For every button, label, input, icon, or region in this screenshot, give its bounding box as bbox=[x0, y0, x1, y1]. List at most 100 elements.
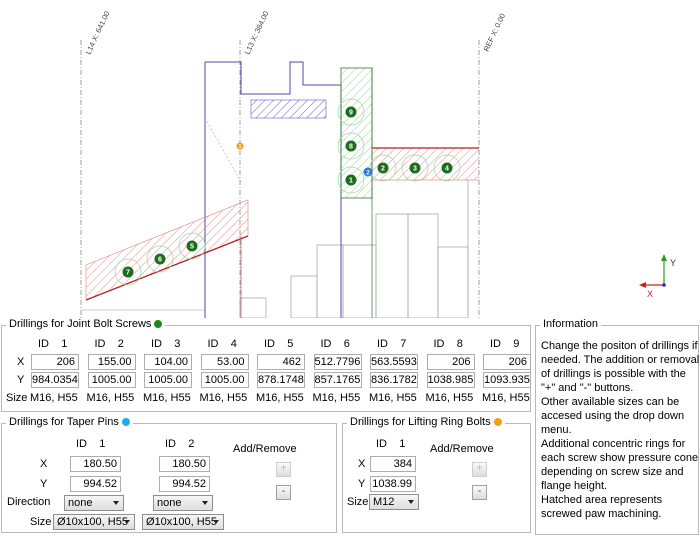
joint-y-input-5[interactable]: 878.1748 bbox=[257, 372, 305, 388]
taper-color-dot bbox=[121, 418, 130, 426]
lifting-x-input-1[interactable]: 384 bbox=[370, 456, 416, 472]
joint-x-input-1[interactable]: 206 bbox=[31, 354, 79, 370]
taper-y-input-2[interactable]: 994.52 bbox=[159, 476, 210, 492]
info-paragraph: Additional concentric rings for each scr… bbox=[541, 438, 699, 492]
joint-x-input-6[interactable]: 512.7796 bbox=[313, 354, 362, 370]
joint-y-input-1[interactable]: 984.0354 bbox=[31, 372, 79, 388]
joint-marker-8[interactable]: 8 bbox=[345, 140, 357, 152]
joint-x-input-5[interactable]: 462 bbox=[257, 354, 305, 370]
ref-label-l14: L14 X: 641.00 bbox=[84, 10, 112, 56]
taper-panel-title: Drillings for Taper Pins bbox=[9, 416, 119, 428]
taper-direction-select-2[interactable]: none bbox=[153, 495, 213, 511]
paw-machining-hatch bbox=[250, 99, 327, 119]
joint-id-header-8: ID 8 bbox=[433, 338, 463, 350]
svg-text:Y: Y bbox=[670, 258, 676, 268]
chevron-down-icon bbox=[113, 501, 119, 505]
lifting-size-select-1[interactable]: M12 bbox=[369, 494, 419, 510]
svg-text:X: X bbox=[647, 289, 653, 299]
joint-id-header-6: ID 6 bbox=[320, 338, 350, 350]
axis-indicator-icon: Y X bbox=[639, 254, 676, 299]
svg-text:3: 3 bbox=[413, 166, 417, 173]
svg-text:4: 4 bbox=[445, 166, 449, 173]
pressure-cones bbox=[114, 98, 461, 286]
taper-size-select-1[interactable]: Ø10x100, H55 bbox=[53, 514, 135, 530]
flange-hatch bbox=[372, 148, 479, 180]
joint-x-input-8[interactable]: 206 bbox=[426, 354, 475, 370]
joint-id-header-5: ID 5 bbox=[264, 338, 294, 350]
joint-y-input-7[interactable]: 836.1782 bbox=[370, 372, 418, 388]
joint-x-input-7[interactable]: 563.5593 bbox=[370, 354, 418, 370]
information-text: Change the positon of drillings if neede… bbox=[541, 339, 700, 521]
chevron-down-icon bbox=[124, 520, 130, 524]
info-paragraph: Hatched area represents screwed paw mach… bbox=[541, 494, 663, 520]
lifting-panel-title: Drillings for Lifting Ring Bolts bbox=[350, 416, 491, 428]
lifting-marker-1[interactable]: 1 bbox=[236, 142, 244, 151]
joint-marker-7[interactable]: 7 bbox=[122, 266, 134, 278]
joint-panel-legend: Drillings for Joint Bolt Screws bbox=[6, 318, 166, 330]
joint-size-value-1: M16, H55 bbox=[30, 392, 78, 404]
taper-x-input-2[interactable]: 180.50 bbox=[159, 456, 210, 472]
joint-y-input-2[interactable]: 1005.00 bbox=[87, 372, 136, 388]
joint-y-input-9[interactable]: 1093.935 bbox=[483, 372, 531, 388]
joint-size-value-8: M16, H55 bbox=[425, 392, 474, 404]
svg-text:5: 5 bbox=[190, 244, 194, 251]
joint-y-input-4[interactable]: 1005.00 bbox=[200, 372, 249, 388]
lifting-color-dot bbox=[493, 418, 502, 426]
lifting-label-x: X bbox=[358, 458, 366, 470]
taper-id-header-2: ID 2 bbox=[165, 438, 195, 450]
svg-text:1: 1 bbox=[349, 178, 353, 185]
joint-y-input-6[interactable]: 857.1765 bbox=[313, 372, 362, 388]
joint-size-value-9: M16, H55 bbox=[482, 392, 530, 404]
taper-label-size: Size bbox=[30, 516, 52, 528]
taper-y-input-1[interactable]: 994.52 bbox=[70, 476, 121, 492]
taper-size-select-2[interactable]: Ø10x100, H55 bbox=[142, 514, 224, 530]
joint-marker-4[interactable]: 4 bbox=[441, 162, 453, 174]
joint-marker-5[interactable]: 5 bbox=[186, 240, 198, 252]
joint-marker-6[interactable]: 6 bbox=[154, 253, 166, 265]
info-paragraph: Other available sizes can be accesed usi… bbox=[541, 396, 685, 436]
taper-id-header-1: ID 1 bbox=[76, 438, 106, 450]
taper-add-button[interactable]: + bbox=[276, 462, 291, 477]
joint-size-value-2: M16, H55 bbox=[86, 392, 135, 404]
reference-lines bbox=[80, 40, 480, 318]
lifting-add-button[interactable]: + bbox=[472, 462, 487, 477]
joint-y-input-8[interactable]: 1038.985 bbox=[426, 372, 475, 388]
info-paragraph: Change the positon of drillings if neede… bbox=[541, 340, 700, 394]
joint-label-x: X bbox=[17, 356, 25, 368]
joint-color-dot bbox=[154, 320, 163, 328]
svg-text:7: 7 bbox=[126, 270, 130, 277]
taper-x-input-1[interactable]: 180.50 bbox=[70, 456, 121, 472]
svg-text:8: 8 bbox=[349, 144, 353, 151]
joint-size-value-5: M16, H55 bbox=[256, 392, 304, 404]
chevron-down-icon bbox=[213, 520, 219, 524]
chevron-down-icon bbox=[202, 501, 208, 505]
lifting-add-remove-label: Add/Remove bbox=[430, 443, 494, 455]
svg-text:2: 2 bbox=[381, 166, 385, 173]
background-structure bbox=[239, 180, 469, 318]
joint-marker-1[interactable]: 1 bbox=[345, 174, 357, 186]
joint-marker-9[interactable]: 9 bbox=[345, 106, 357, 118]
joint-x-input-3[interactable]: 104.00 bbox=[144, 354, 192, 370]
joint-size-value-7: M16, H55 bbox=[369, 392, 417, 404]
inclined-flange-hatch bbox=[85, 199, 249, 301]
joint-x-input-4[interactable]: 53.00 bbox=[200, 354, 249, 370]
joint-size-value-4: M16, H55 bbox=[199, 392, 248, 404]
joint-x-input-2[interactable]: 155.00 bbox=[87, 354, 136, 370]
lifting-y-input-1[interactable]: 1038.99 bbox=[370, 476, 416, 492]
lifting-id-header-1: ID 1 bbox=[376, 438, 406, 450]
joint-y-input-3[interactable]: 1005.00 bbox=[144, 372, 192, 388]
taper-marker-2[interactable]: 2 bbox=[363, 167, 373, 177]
information-title: Information bbox=[540, 318, 602, 330]
taper-panel-legend: Drillings for Taper Pins bbox=[6, 416, 133, 428]
taper-direction-select-1[interactable]: none bbox=[64, 495, 124, 511]
joint-x-input-9[interactable]: 206 bbox=[483, 354, 531, 370]
taper-remove-button[interactable]: - bbox=[276, 485, 291, 500]
lifting-remove-button[interactable]: - bbox=[472, 485, 487, 500]
ref-label-ref: REF X: 0.00 bbox=[482, 12, 507, 53]
cad-drawing-canvas[interactable]: L14 X: 641.00 L13 X: 384.00 REF X: 0.00 … bbox=[0, 0, 700, 318]
joint-marker-3[interactable]: 3 bbox=[409, 162, 421, 174]
column-hatch bbox=[340, 67, 373, 199]
main-profile-outline bbox=[204, 61, 342, 318]
joint-size-value-3: M16, H55 bbox=[143, 392, 191, 404]
joint-marker-2[interactable]: 2 bbox=[377, 162, 389, 174]
